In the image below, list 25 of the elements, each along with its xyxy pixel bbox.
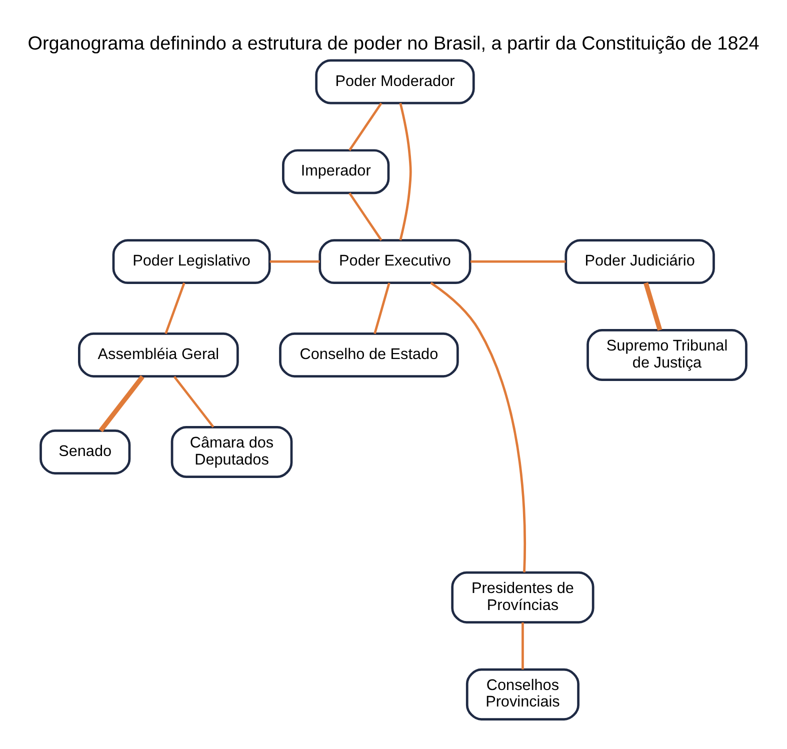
connector	[98, 375, 144, 432]
node-box: Presidentes de Províncias	[451, 571, 594, 624]
connector	[173, 376, 214, 428]
connector	[470, 260, 566, 263]
node-box: Conselhos Provinciais	[466, 668, 580, 720]
connector	[270, 260, 320, 263]
connector	[164, 282, 186, 334]
connector	[348, 102, 382, 151]
node-box: Poder Executivo	[318, 239, 472, 284]
node-box: Poder Legislativo	[112, 239, 271, 284]
connector	[430, 282, 526, 572]
connector	[374, 282, 390, 334]
node-box: Poder Moderador	[315, 59, 475, 104]
connector	[522, 622, 524, 670]
connector	[399, 102, 412, 240]
node-box: Supremo Tribunal de Justiça	[586, 328, 748, 381]
node-box: Senado	[40, 430, 131, 474]
node-box: Conselho de Estado	[279, 332, 459, 378]
node-box: Assembléia Geral	[78, 332, 239, 378]
diagram-title: Organograma definindo a estrutura de poder no Brasil, a partir da Constituição de 1824	[28, 34, 760, 55]
connector	[644, 282, 662, 331]
node-box: Câmara dos Deputados	[170, 426, 293, 478]
node-box: Poder Judiciário	[564, 239, 715, 284]
connector	[348, 192, 382, 241]
node-box: Imperador	[282, 149, 390, 194]
